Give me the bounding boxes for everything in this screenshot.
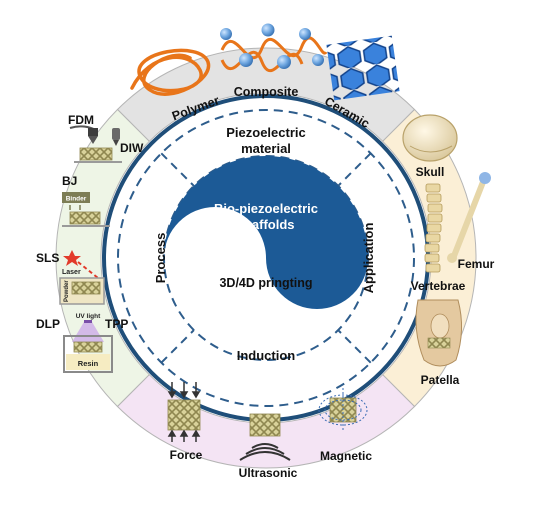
bj-printer-icon: Binder — [62, 192, 110, 227]
dlp-vat-icon: UV light Resin — [63, 313, 113, 373]
polymer-icon — [130, 48, 211, 96]
fdm-printer-icon — [69, 125, 122, 163]
induction-label-ultrasonic: Ultrasonic — [239, 466, 298, 480]
center-title-line1: Bio-piezoelectric — [214, 201, 318, 216]
center-title-line2: scaffolds — [237, 217, 294, 232]
induction-label-force: Force — [170, 448, 203, 462]
powder-label: Powder — [64, 280, 70, 302]
ultrasonic-icon — [239, 413, 291, 461]
process-label-dlp: DLP — [36, 317, 60, 331]
process-label-bj: BJ — [62, 174, 77, 188]
application-label-patella: Patella — [421, 373, 460, 387]
composite-icon — [220, 23, 328, 72]
application-label-femur: Femur — [458, 257, 495, 271]
sls-laser-icon: Laser Powder — [59, 250, 105, 305]
induction-sector — [116, 373, 416, 469]
material-label-composite: Composite — [234, 85, 299, 99]
ceramic-icon — [326, 35, 400, 101]
femur-icon — [447, 172, 491, 263]
uv-light-label: UV light — [76, 313, 101, 320]
ring-label-top-line2: material — [241, 141, 291, 156]
process-label-tpp: TPP — [105, 317, 128, 331]
resin-label: Resin — [78, 359, 99, 368]
application-label-skull: Skull — [416, 165, 445, 179]
ring-label-induction: Induction — [237, 348, 296, 363]
outer-dashed-circle — [117, 109, 415, 407]
skull-icon — [402, 114, 458, 162]
process-label-sls: SLS — [36, 251, 59, 265]
center-printing-label: 3D/4D pringting — [219, 276, 312, 290]
force-icon — [167, 382, 201, 442]
dashed-dividers — [160, 152, 372, 364]
ring-label-process: Process — [153, 233, 168, 284]
application-label-vertebrae: Vertebrae — [411, 279, 466, 293]
binder-label: Binder — [66, 196, 87, 203]
diw-syringe-icon — [112, 128, 120, 146]
magnetic-icon — [318, 388, 368, 432]
induction-label-magnetic: Magnetic — [320, 449, 372, 463]
process-label-fdm: FDM — [68, 113, 94, 127]
laser-label: Laser — [62, 269, 81, 276]
vertebrae-icon — [424, 183, 443, 273]
patella-knee-icon — [415, 299, 462, 367]
process-label-diw: DIW — [120, 141, 144, 155]
ring-label-application: Application — [361, 223, 376, 294]
center-yin-yang — [164, 156, 368, 309]
ring-label-top-line1: Piezoelectric — [226, 125, 306, 140]
